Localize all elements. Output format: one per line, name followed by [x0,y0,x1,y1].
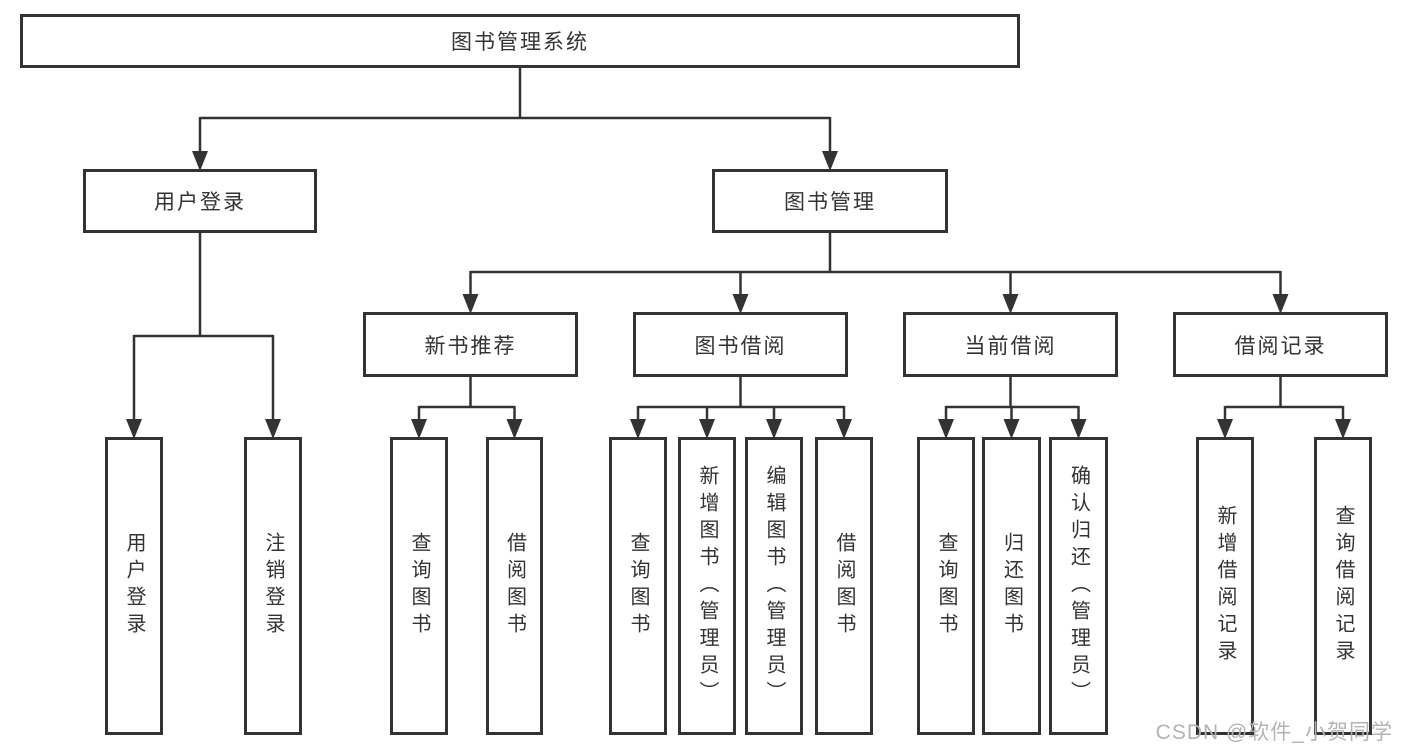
node-label: 借阅图书 [503,532,526,640]
node-leaf-edit-book: 编辑图书（管理员） [745,437,803,735]
node-leaf-query-book-2: 查询图书 [609,437,667,735]
node-label: 查询图书 [627,532,649,640]
node-label: 用户登录 [154,191,246,214]
node-label: 归还图书 [1000,532,1023,640]
node-label: 用户登录 [123,532,145,640]
node-label: 查询借阅记录 [1332,505,1354,667]
watermark-text: CSDN @软件_小贺同学 [1155,721,1393,744]
node-leaf-query-book-3: 查询图书 [917,437,975,735]
node-leaf-add-record: 新增借阅记录 [1196,437,1254,735]
node-label: 新增借阅记录 [1214,505,1236,667]
node-leaf-logout: 注销登录 [244,437,302,735]
node-root: 图书管理系统 [20,14,1020,68]
node-label: 借阅记录 [1234,334,1327,358]
node-label: 确认归还（管理员） [1067,464,1090,708]
node-leaf-borrow-book-2: 借阅图书 [815,437,873,735]
node-user-login: 用户登录 [83,169,317,233]
node-label: 查询图书 [935,532,957,640]
node-leaf-user-login: 用户登录 [105,437,163,735]
node-label: 图书借阅 [694,334,787,358]
node-leaf-confirm-return: 确认归还（管理员） [1049,437,1108,735]
node-label: 借阅图书 [833,532,855,640]
node-new-book-rec: 新书推荐 [363,312,578,377]
node-label: 新书推荐 [424,334,517,358]
node-label: 注销登录 [262,532,284,640]
node-book-mgmt: 图书管理 [712,169,948,233]
node-label: 查询图书 [408,532,430,640]
node-leaf-add-book: 新增图书（管理员） [678,437,736,735]
node-label: 当前借阅 [964,334,1057,358]
node-borrow-records: 借阅记录 [1173,312,1388,377]
node-leaf-query-record: 查询借阅记录 [1314,437,1372,735]
node-label: 编辑图书（管理员） [763,464,785,708]
node-label: 图书管理 [784,191,876,214]
node-label: 新增图书（管理员） [696,464,718,708]
node-leaf-borrow-book-1: 借阅图书 [486,437,543,735]
node-book-borrow: 图书借阅 [633,312,848,377]
node-current-borrow: 当前借阅 [903,312,1118,377]
node-leaf-query-book-1: 查询图书 [390,437,448,735]
node-label: 图书管理系统 [451,31,589,54]
node-leaf-return-book: 归还图书 [982,437,1041,735]
